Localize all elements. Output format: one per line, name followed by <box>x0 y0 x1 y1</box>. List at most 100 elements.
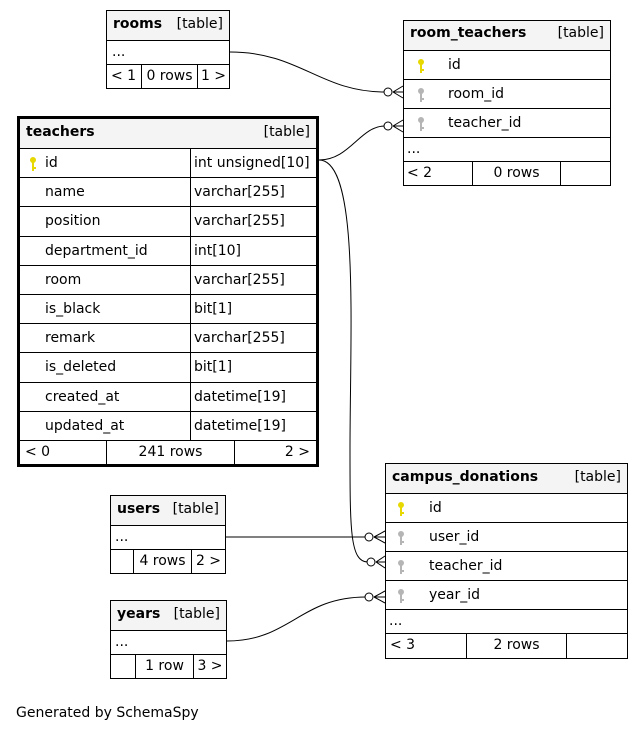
column-row: updated_at datetime[19] <box>20 411 316 441</box>
next-link[interactable]: 1 > <box>197 65 229 88</box>
table-footer: < 3 2 rows <box>386 634 627 658</box>
column-row: room_id <box>404 80 610 109</box>
next-link[interactable]: 2 > <box>191 550 225 573</box>
column-name: department_id <box>45 242 148 259</box>
table-footer: 1 row 3 > <box>111 655 226 678</box>
table-room-teachers[interactable]: room_teachers [table] id room_id teacher… <box>403 20 611 186</box>
table-teachers[interactable]: teachers [table] id int unsigned[10] name v… <box>17 116 319 467</box>
column-name: year_id <box>429 587 481 603</box>
column-name: remark <box>45 330 96 347</box>
column-row: id int unsigned[10] <box>20 149 316 179</box>
column-type: varchar[255] <box>190 324 316 353</box>
crowfoot-year-id <box>364 592 374 602</box>
crowfoot-user-id <box>364 532 374 542</box>
table-name: users <box>117 501 161 517</box>
column-name: is_black <box>45 301 101 317</box>
table-header: teachers [table] <box>20 119 316 149</box>
column-row: teacher_id <box>386 552 627 581</box>
column-type: datetime[19] <box>190 411 316 440</box>
table-name: teachers <box>26 124 95 140</box>
key-icon <box>398 531 404 545</box>
column-row: year_id <box>386 581 627 610</box>
key-icon <box>418 88 424 102</box>
table-name: rooms <box>113 16 163 32</box>
prev-link[interactable]: < 0 <box>25 444 51 460</box>
key-icon <box>418 59 424 73</box>
column-name: id <box>448 57 461 73</box>
table-campus-donations[interactable]: campus_donations [table] id user_id teac… <box>385 463 628 659</box>
row-count: 241 rows <box>106 441 234 465</box>
key-icon <box>30 157 36 171</box>
column-type: datetime[19] <box>190 382 316 411</box>
column-type: int unsigned[10] <box>190 149 316 178</box>
table-type-tag: [table] <box>557 25 604 41</box>
prev-link <box>111 655 135 678</box>
column-name: id <box>45 155 58 171</box>
column-row: created_at datetime[19] <box>20 382 316 412</box>
ellipsis: ... <box>407 141 421 157</box>
column-name: room <box>45 271 82 288</box>
key-icon <box>398 589 404 603</box>
table-header: users [table] <box>111 496 225 526</box>
next-link <box>560 162 610 185</box>
column-row: id <box>404 51 610 80</box>
column-row: teacher_id <box>404 109 610 138</box>
table-users[interactable]: users [table] ... 4 rows 2 > <box>110 495 226 574</box>
next-link[interactable]: 2 > <box>234 441 316 465</box>
column-name: teacher_id <box>429 558 503 574</box>
column-name: is_deleted <box>45 359 117 376</box>
column-name: teacher_id <box>448 115 522 131</box>
column-type: bit[1] <box>190 295 316 324</box>
column-row: id <box>386 494 627 523</box>
ellipsis: ... <box>112 44 126 60</box>
key-icon <box>418 117 424 131</box>
prev-link[interactable]: < 1 <box>111 68 137 84</box>
table-type-tag: [table] <box>172 501 219 517</box>
table-rooms[interactable]: rooms [table] ... < 1 0 rows 1 > <box>106 10 230 89</box>
row-count: 1 row <box>135 655 193 678</box>
crowfoot-room-id <box>383 87 393 97</box>
column-type: bit[1] <box>190 353 316 382</box>
relationship-line-rooms <box>229 51 386 93</box>
column-name: updated_at <box>45 417 125 434</box>
column-type: varchar[255] <box>190 178 316 207</box>
table-name: years <box>117 606 161 622</box>
table-header: campus_donations [table] <box>386 464 627 494</box>
relationship-line-teachers-donations <box>318 159 369 563</box>
column-type: varchar[255] <box>190 207 316 236</box>
generated-by-footer: Generated by SchemaSpy <box>16 705 199 721</box>
table-type-tag: [table] <box>263 124 310 140</box>
row-count: 0 rows <box>472 162 560 185</box>
column-name: room_id <box>448 86 504 102</box>
ellipsis-row: ... <box>404 138 610 162</box>
column-name: name <box>45 184 85 201</box>
ellipsis: ... <box>389 613 403 629</box>
crowfoot-donation-teacher <box>366 557 376 567</box>
column-name: created_at <box>45 388 120 405</box>
ellipsis: ... <box>115 529 129 545</box>
table-years[interactable]: years [table] ... 1 row 3 > <box>110 600 227 679</box>
row-count: 2 rows <box>466 634 566 658</box>
row-count: 0 rows <box>141 65 197 88</box>
table-type-tag: [table] <box>176 16 223 32</box>
column-name: user_id <box>429 529 480 545</box>
next-link[interactable]: 3 > <box>193 655 226 678</box>
table-type-tag: [table] <box>574 469 621 485</box>
table-name: room_teachers <box>410 25 527 41</box>
ellipsis-row: ... <box>111 526 225 550</box>
relationship-line-years <box>226 596 367 642</box>
column-row: user_id <box>386 523 627 552</box>
table-name: campus_donations <box>392 469 539 485</box>
table-footer: < 0 241 rows 2 > <box>20 441 316 465</box>
next-link <box>566 634 627 658</box>
table-header: rooms [table] <box>107 11 229 41</box>
table-footer: < 1 0 rows 1 > <box>107 65 229 88</box>
crowfoot-teacher-id <box>383 121 393 131</box>
prev-link[interactable]: < 3 <box>390 637 416 653</box>
column-row: is_deleted bit[1] <box>20 353 316 383</box>
prev-link[interactable]: < 2 <box>407 165 433 181</box>
key-icon <box>398 502 404 516</box>
